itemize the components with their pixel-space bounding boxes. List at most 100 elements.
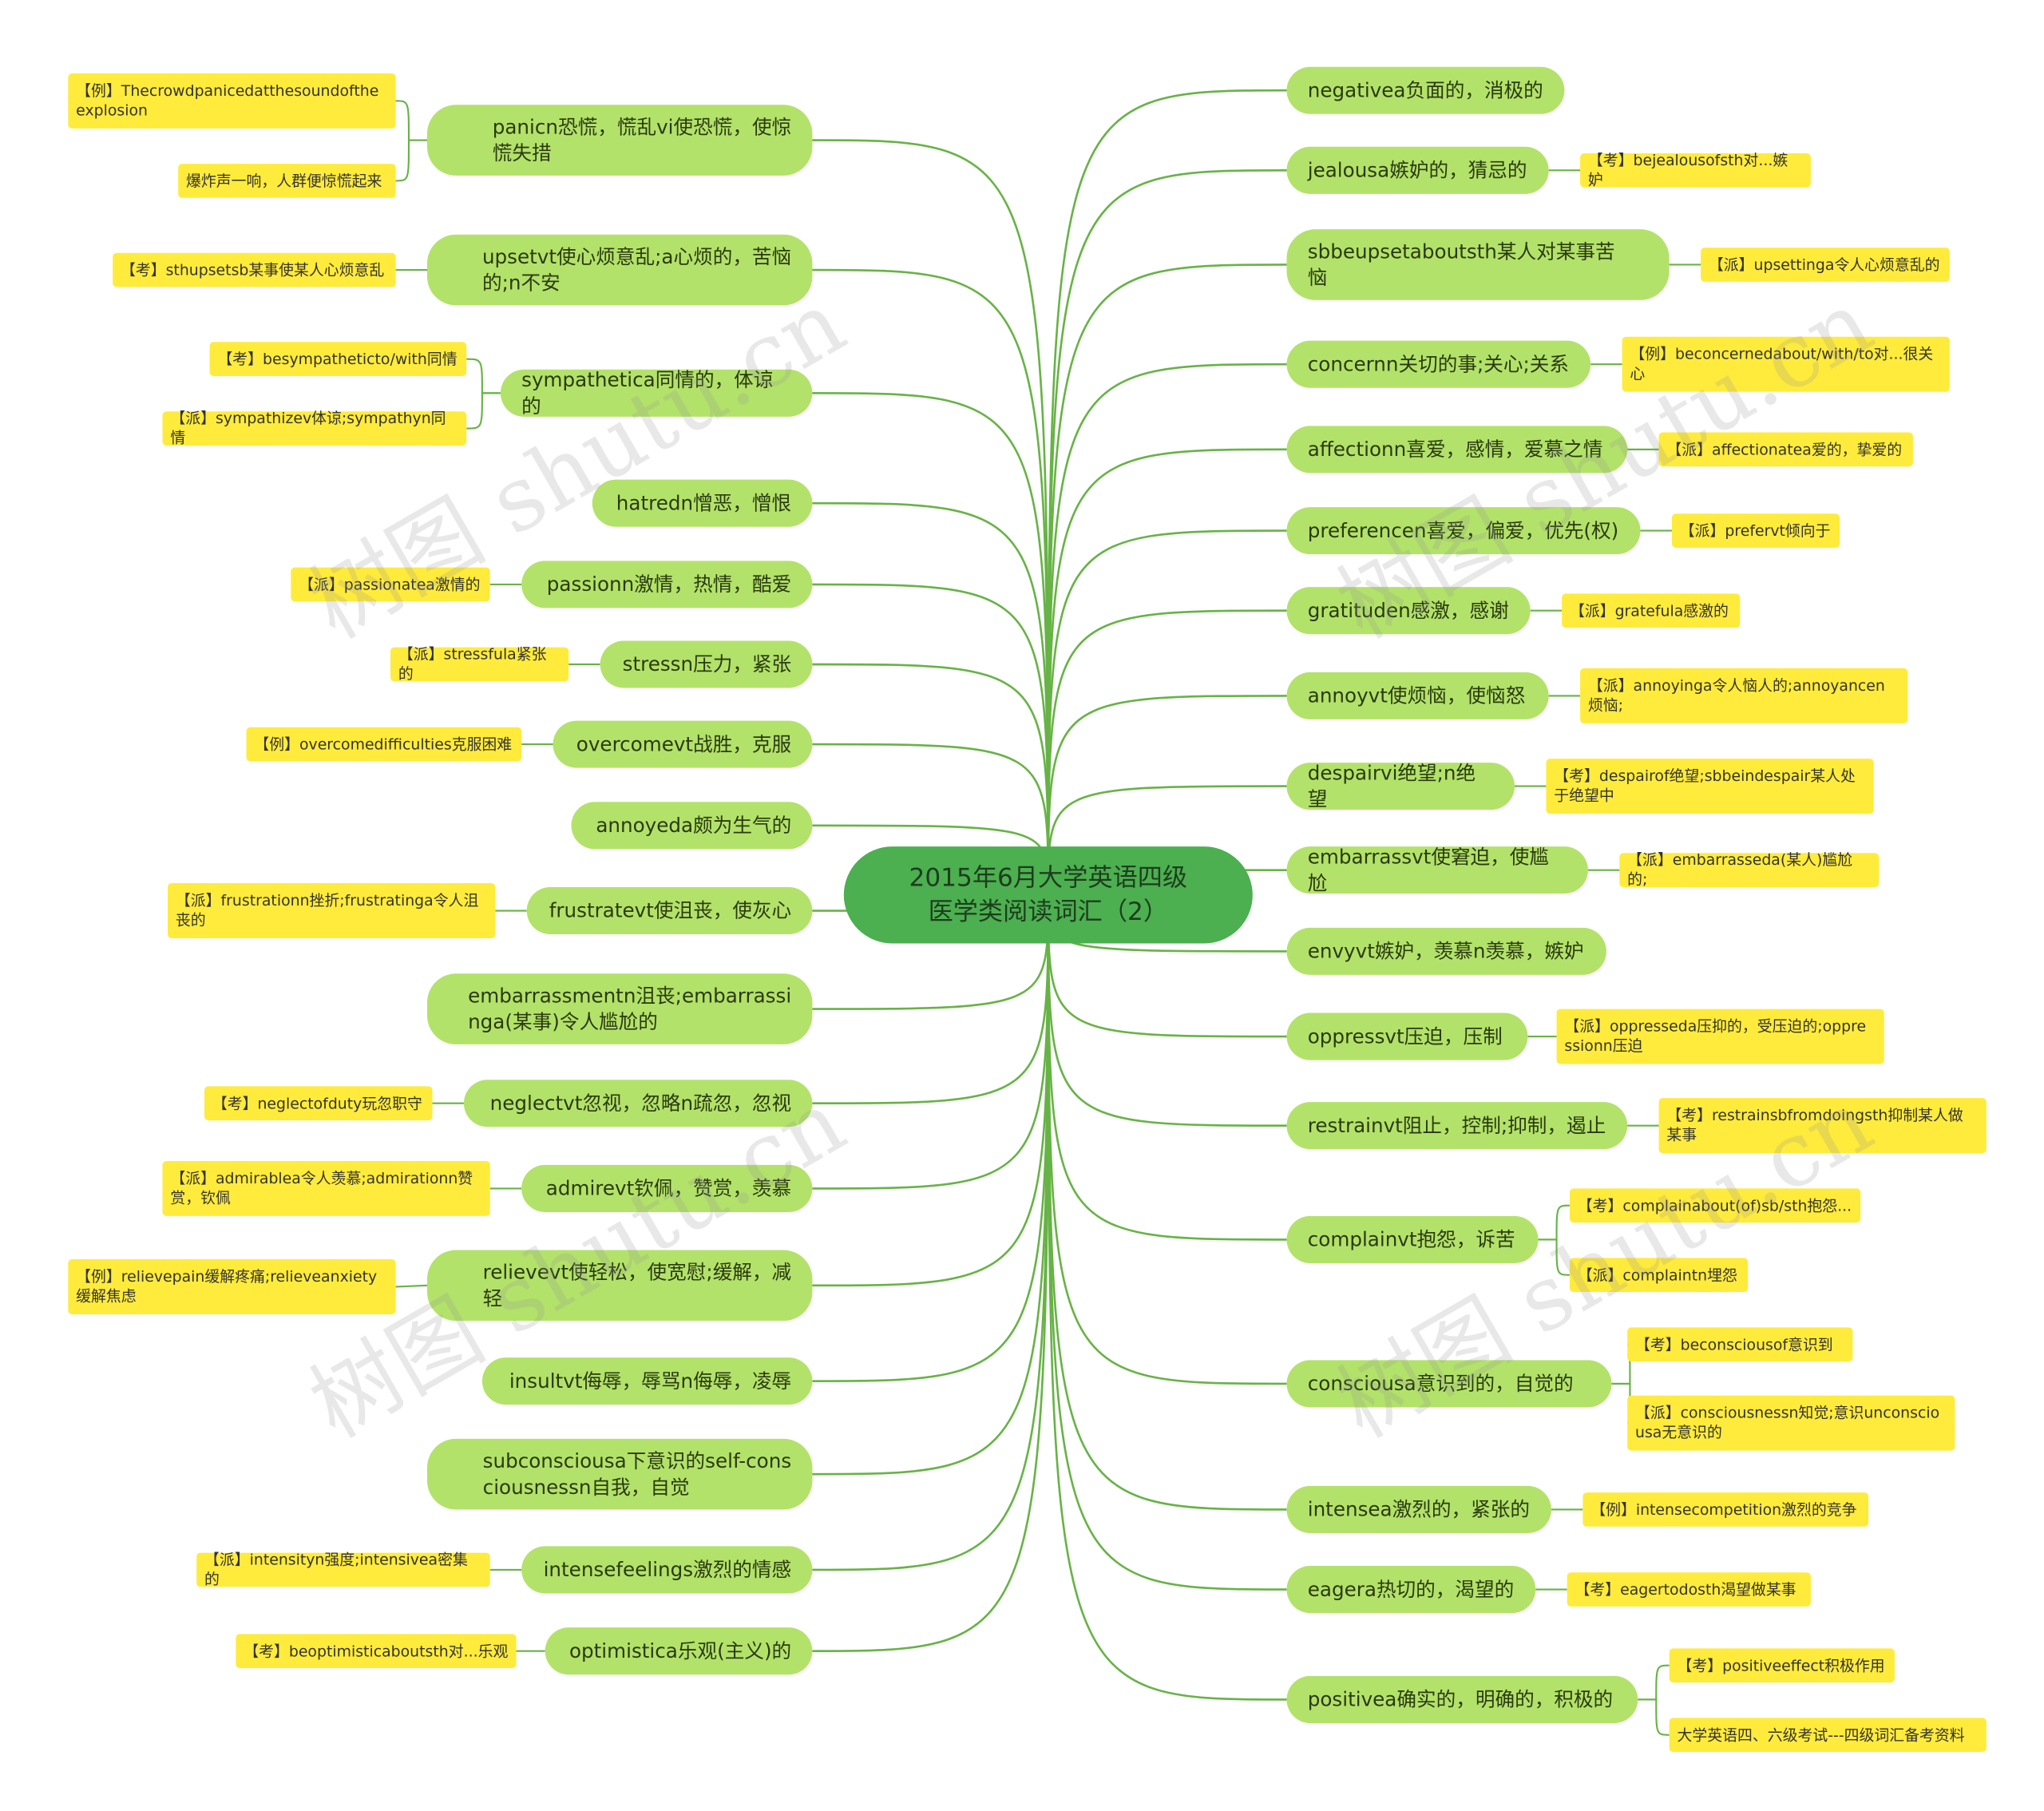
connector-line [1047, 894, 1287, 1241]
topic-passion[interactable]: passionn激情，热情，酷爱 [521, 561, 813, 608]
topic-restrain[interactable]: restrainvt阻止，控制;抑制，遏止 [1286, 1102, 1628, 1150]
connector-line [1047, 529, 1287, 895]
note-complain-derived[interactable]: 【派】complaintn埋怨 [1569, 1258, 1749, 1293]
topic-sympathetic[interactable]: sympathetica同情的，体谅的 [500, 368, 813, 418]
note-sympathetic-derived[interactable]: 【派】sympathizev体谅;sympathyn同情 [162, 409, 467, 447]
connector-line [812, 501, 1050, 895]
topic-hatred[interactable]: hatredn憎恶，憎恨 [592, 479, 813, 527]
connector-line [812, 268, 1050, 895]
topic-complain[interactable]: complainvt抱怨，诉苦 [1286, 1215, 1539, 1263]
note-oppress-derived[interactable]: 【派】oppresseda压抑的，受压迫的;oppre ssionn压迫 [1556, 1009, 1884, 1064]
topic-subconscious[interactable]: subconsciousa下意识的self-cons ciousnessn自我，… [426, 1438, 813, 1510]
topic-envy[interactable]: envyvt嫉妒，羡慕n羡慕，嫉妒 [1286, 927, 1606, 975]
connector-line [395, 139, 427, 182]
topic-despair[interactable]: despairvi绝望;n绝望 [1286, 761, 1515, 811]
connector-line [1047, 363, 1287, 895]
topic-optimistic[interactable]: optimistica乐观(主义)的 [545, 1627, 813, 1675]
connector-line [1047, 894, 1287, 1591]
topic-annoy[interactable]: annoyvt使烦恼，使恼怒 [1286, 672, 1549, 719]
note-passion-derived[interactable]: 【派】passionatea激情的 [291, 567, 490, 602]
connector-line [1047, 695, 1287, 895]
topic-concern[interactable]: concernn关切的事;关心;关系 [1286, 340, 1591, 388]
connector-line [395, 100, 427, 141]
note-upset-about-derived[interactable]: 【派】upsettinga令人心烦意乱的 [1701, 248, 1950, 282]
root-topic[interactable]: 2015年6月大学英语四级 医学类阅读词汇（2） [843, 846, 1253, 944]
connector-line [1638, 1698, 1670, 1736]
topic-panic[interactable]: panicn恐慌，慌乱vi使恐慌，使惊 慌失措 [426, 105, 813, 176]
connector-line [812, 894, 1050, 1287]
connector-line [1638, 1664, 1670, 1701]
note-panic-translation[interactable]: 爆炸声一响，人群便惊慌起来 [178, 164, 396, 198]
note-gratitude-derived[interactable]: 【派】gratefula感激的 [1562, 593, 1741, 628]
note-positive-source[interactable]: 大学英语四、六级考试---四级词汇备考资料 [1669, 1718, 1987, 1753]
note-stress-derived[interactable]: 【派】stressfula紧张的 [390, 644, 569, 683]
note-intense-example[interactable]: 【例】intensecompetition激烈的竞争 [1583, 1492, 1869, 1527]
topic-positive[interactable]: positivea确实的，明确的，积极的 [1286, 1675, 1638, 1723]
topic-preference[interactable]: preferencen喜爱，偏爱，优先(权) [1286, 507, 1641, 555]
connector-line [1047, 894, 1287, 1701]
connector-line [1047, 448, 1287, 895]
topic-embarrass[interactable]: embarrassvt使窘迫，使尴尬 [1286, 845, 1588, 895]
topic-upset-about[interactable]: sbbeupsetaboutsth某人对某事苦 恼 [1286, 229, 1670, 300]
connector-line [812, 139, 1050, 895]
note-panic-example[interactable]: 【例】Thecrowdpanicedatthesoundofthe explos… [68, 73, 396, 129]
topic-relieve[interactable]: relievevt使轻松，使宽慰;缓解，减 轻 [426, 1250, 813, 1322]
note-concern-example[interactable]: 【例】beconcernedabout/with/to对...很关 心 [1622, 336, 1950, 392]
topic-intense-feelings[interactable]: intensefeelings激烈的情感 [521, 1546, 813, 1594]
note-affection-derived[interactable]: 【派】affectionatea爱的，挚爱的 [1658, 432, 1913, 467]
note-admire-derived[interactable]: 【派】admirablea令人羡慕;admirationn赞 赏，钦佩 [162, 1160, 490, 1216]
note-despair-exam[interactable]: 【考】despairof绝望;sbbeindespair某人处 于绝望中 [1546, 759, 1874, 814]
note-embarrass-derived[interactable]: 【派】embarrasseda(某人)尴尬的; [1619, 850, 1880, 889]
note-annoy-derived[interactable]: 【派】annoyinga令人恼人的;annoyancen 烦恼; [1580, 668, 1908, 723]
topic-eager[interactable]: eagera热切的，渴望的 [1286, 1566, 1536, 1614]
topic-neglect[interactable]: neglectvt忽视，忽略n疏忽，忽视 [463, 1080, 813, 1127]
connector-line [812, 894, 1050, 1653]
connector-line [395, 1284, 428, 1288]
note-neglect-exam[interactable]: 【考】neglectofduty玩忽职守 [204, 1086, 433, 1121]
topic-upset[interactable]: upsetvt使心烦意乱;a心烦的，苦恼 的;n不安 [426, 234, 813, 306]
topic-admire[interactable]: admirevt钦佩，赞赏，羡慕 [521, 1164, 813, 1212]
note-overcome-example[interactable]: 【例】overcomedifficulties克服困难 [246, 727, 522, 762]
connector-line [1538, 1204, 1570, 1241]
note-positive-exam[interactable]: 【考】positiveeffect积极作用 [1669, 1648, 1895, 1683]
note-upset-exam[interactable]: 【考】sthupsetsb某事使某人心烦意乱 [113, 252, 396, 287]
connector-line [1047, 894, 1287, 1511]
topic-negative[interactable]: negativea负面的，消极的 [1286, 66, 1565, 114]
topic-insult[interactable]: insultvt侮辱，辱骂n侮辱，凌辱 [481, 1357, 813, 1405]
topic-conscious[interactable]: consciousa意识到的，自觉的 [1286, 1360, 1612, 1408]
topic-intense[interactable]: intensea激烈的，紧张的 [1286, 1485, 1551, 1534]
topic-frustrate[interactable]: frustratevt使沮丧，使灰心 [526, 886, 813, 935]
note-optimistic-exam[interactable]: 【考】beoptimisticaboutsth对...乐观 [236, 1634, 517, 1669]
connector-line [812, 894, 1050, 1476]
topic-embarrassment[interactable]: embarrassmentn沮丧;embarrassi nga(某事)令人尴尬的 [426, 973, 813, 1044]
topic-annoyed[interactable]: annoyeda颇为生气的 [571, 802, 813, 850]
note-sympathetic-exam[interactable]: 【考】besympatheticto/with同情 [209, 342, 467, 376]
note-jealous-exam[interactable]: 【考】bejealousofsth对...嫉妒 [1580, 151, 1811, 188]
connector-line [1047, 894, 1287, 1385]
connector-line [812, 894, 1050, 1382]
topic-stress[interactable]: stressn压力，紧张 [600, 640, 813, 688]
note-frustrate-derived[interactable]: 【派】frustrationn挫折;frustratinga令人沮 丧的 [168, 883, 496, 938]
topic-jealous[interactable]: jealousa嫉妒的，猜忌的 [1286, 146, 1549, 194]
connector-line [1047, 89, 1287, 895]
note-restrain-exam[interactable]: 【考】restrainsbfromdoingsth抑制某人做 某事 [1658, 1098, 1987, 1154]
topic-oppress[interactable]: oppressvt压迫，压制 [1286, 1012, 1528, 1060]
note-intense-feelings-derived[interactable]: 【派】intensityn强度;intensivea密集的 [196, 1550, 490, 1588]
note-conscious-derived[interactable]: 【派】consciousnessn知觉;意识unconscio usa无意识的 [1627, 1395, 1955, 1451]
note-complain-exam[interactable]: 【考】complainabout(of)sb/sth抱怨... [1569, 1188, 1861, 1223]
note-preference-derived[interactable]: 【派】prefervt倾向于 [1671, 513, 1840, 548]
topic-gratitude[interactable]: gratituden感激，感谢 [1286, 587, 1531, 635]
topic-affection[interactable]: affectionn喜爱，感情，爱慕之情 [1286, 426, 1628, 474]
note-conscious-exam[interactable]: 【考】beconsciousof意识到 [1627, 1327, 1853, 1362]
topic-overcome[interactable]: overcomevt战胜，克服 [553, 720, 813, 768]
connector-line [812, 391, 1050, 895]
connector-line [466, 392, 501, 430]
connector-line [1538, 1238, 1570, 1276]
note-relieve-example[interactable]: 【例】relievepain缓解疼痛;relieveanxiety 缓解焦虑 [68, 1259, 396, 1314]
connector-line [466, 358, 501, 394]
connector-line [1047, 264, 1287, 895]
connector-line [1047, 609, 1287, 895]
note-eager-exam[interactable]: 【考】eagertodosth渴望做某事 [1567, 1572, 1811, 1607]
